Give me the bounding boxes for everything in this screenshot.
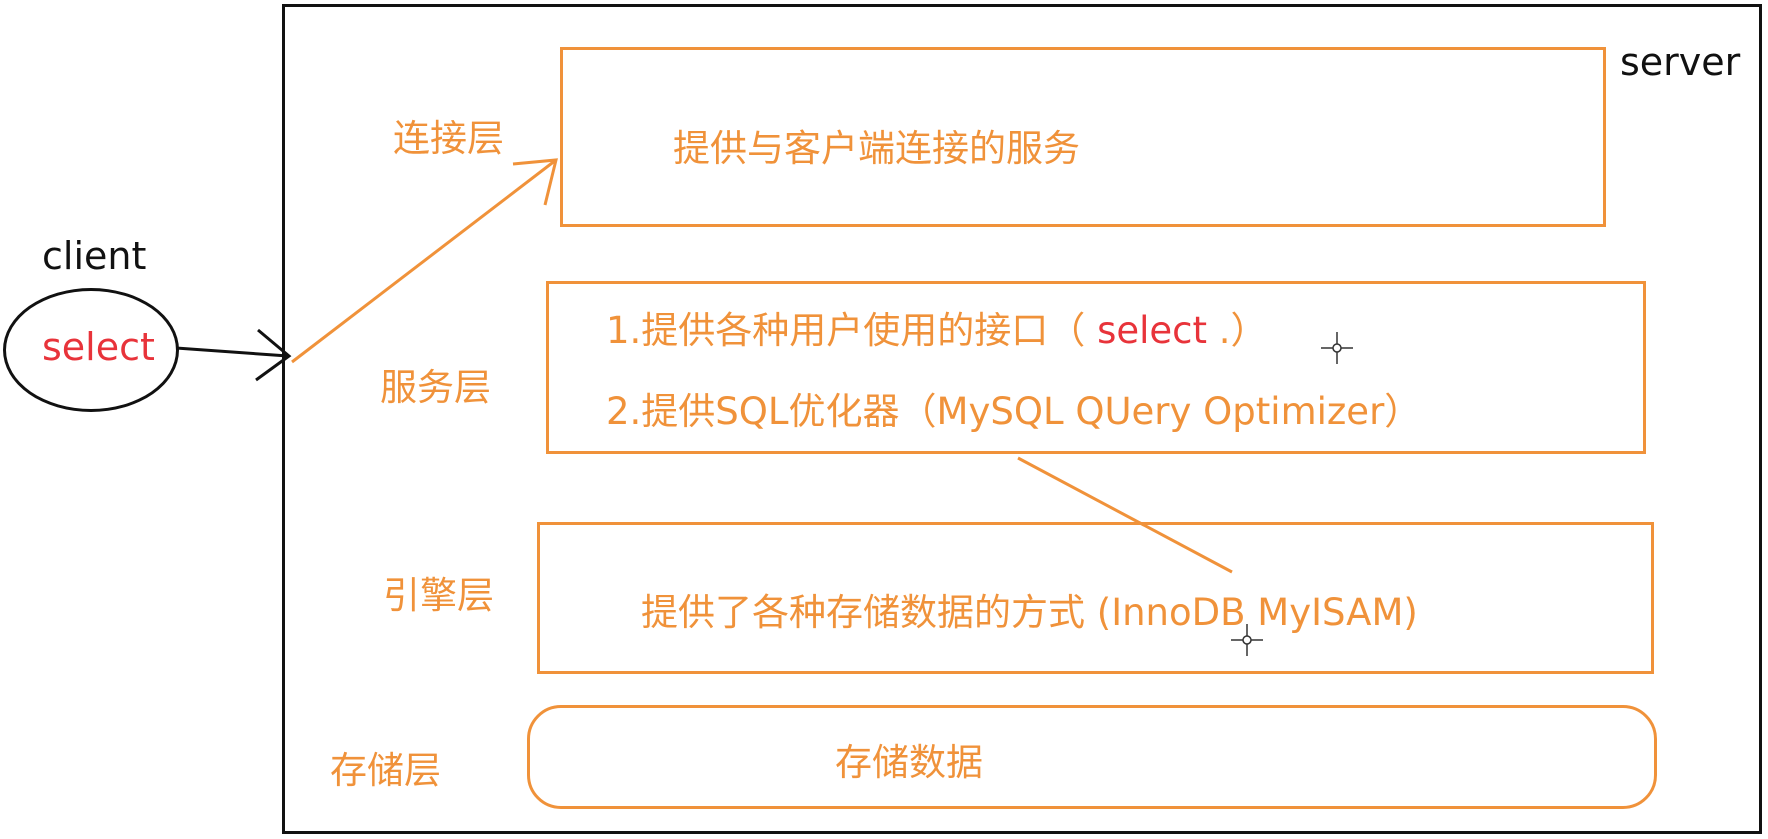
service-layer-label: 服务层: [380, 366, 491, 409]
storage-layer-box: [527, 705, 1657, 809]
connection-layer-box: [560, 47, 1606, 227]
engine-layer-box: [537, 522, 1654, 674]
service-layer-line1: 1.提供各种用户使用的接口（ select .）: [606, 300, 1268, 354]
client-select-text: select: [42, 325, 155, 369]
to-connection-layer-line: [291, 158, 557, 364]
crosshair-cursor-icon: [1321, 332, 1353, 364]
service-line1-suffix: .）: [1207, 309, 1268, 352]
arrow-right-icon: [255, 328, 292, 382]
arrow-up-right-icon: [512, 158, 558, 206]
server-frame: [282, 4, 1762, 834]
storage-layer-label: 存储层: [330, 749, 441, 792]
service-line1-prefix: 1.提供各种用户使用的接口（: [606, 309, 1098, 352]
storage-layer-description: 存储数据: [835, 741, 983, 784]
connection-layer-label: 连接层: [393, 117, 504, 160]
server-label: server: [1620, 40, 1741, 84]
crosshair-cursor-icon: [1231, 624, 1263, 656]
client-to-server-line: [175, 346, 289, 358]
engine-layer-label: 引擎层: [383, 574, 494, 617]
service-layer-box: [546, 281, 1646, 454]
connection-layer-description: 提供与客户端连接的服务: [673, 127, 1080, 170]
engine-layer-description: 提供了各种存储数据的方式 (InnoDB MyISAM): [641, 591, 1418, 634]
service-line1-select: select: [1097, 309, 1207, 352]
client-label: client: [42, 234, 147, 278]
service-to-engine-line: [1017, 456, 1233, 574]
service-layer-line2: 2.提供SQL优化器（MySQL QUery Optimizer）: [606, 390, 1422, 433]
client-ellipse: [3, 288, 179, 412]
